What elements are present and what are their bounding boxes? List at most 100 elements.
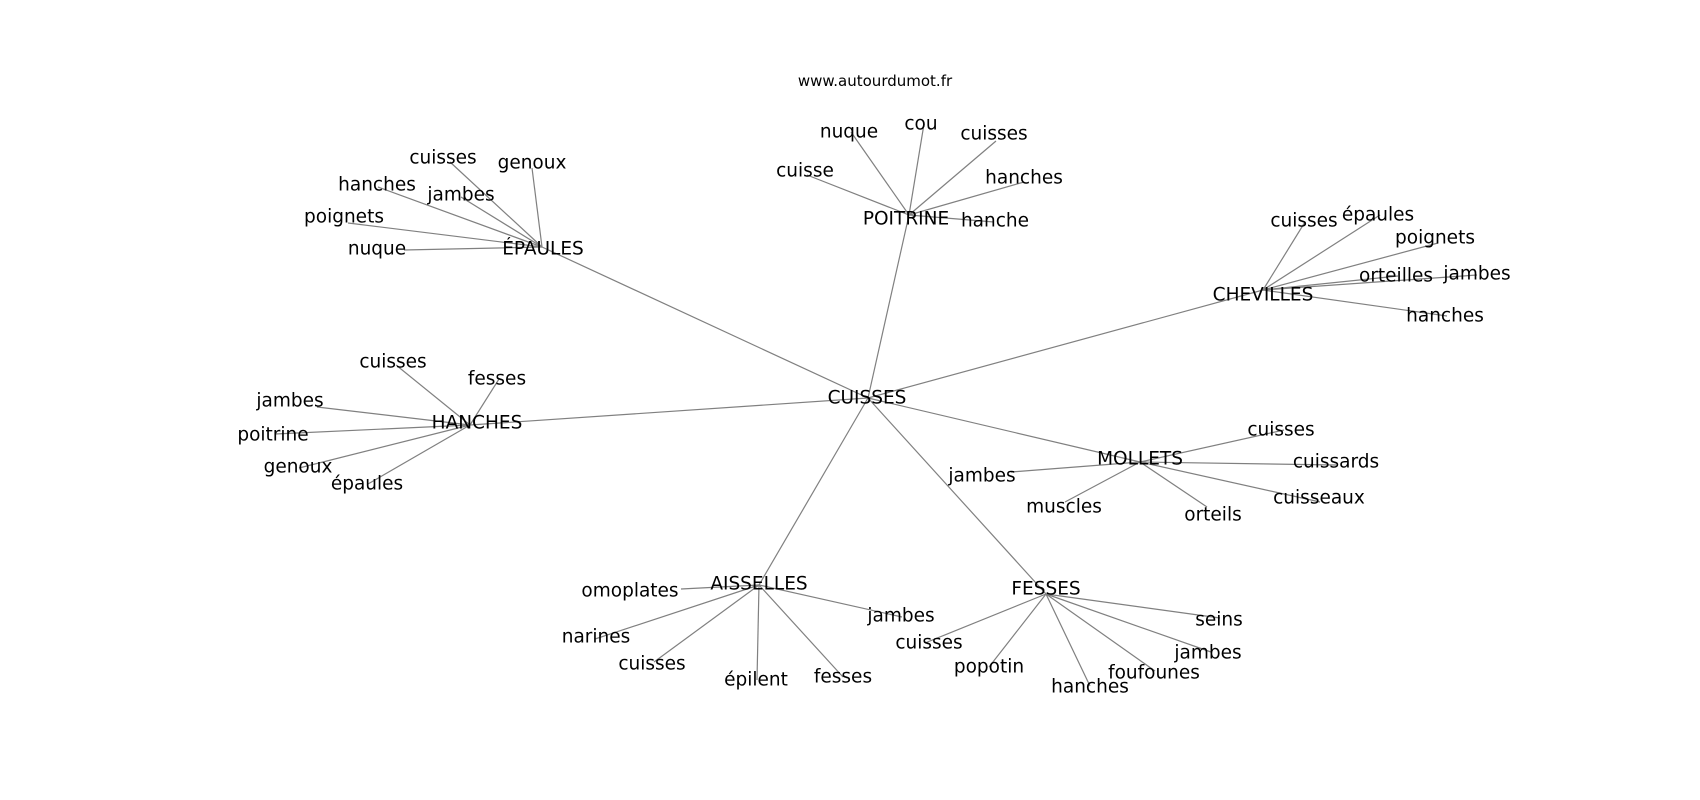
edge-hub-to-leaf: [908, 214, 995, 223]
leaf-node-label[interactable]: hanche: [961, 211, 1029, 232]
leaf-node-label[interactable]: cuisses: [359, 352, 426, 373]
edge-hub-to-leaf: [395, 364, 471, 426]
edge-hub-to-leaf: [1262, 214, 1381, 291]
leaf-node-label[interactable]: popotin: [954, 657, 1024, 678]
graph-edges: [274, 123, 1478, 687]
leaf-node-label[interactable]: orteilles: [1359, 266, 1433, 287]
site-url-label: www.autourdumot.fr: [797, 72, 953, 90]
edge-hub-to-leaf: [1139, 461, 1337, 466]
leaf-node-label[interactable]: orteils: [1184, 505, 1241, 526]
leaf-node-label[interactable]: hanches: [985, 168, 1063, 189]
leaf-node-label[interactable]: épaules: [331, 474, 403, 495]
leaf-node-label[interactable]: hanches: [1406, 306, 1484, 327]
hub-node-label[interactable]: ÉPAULES: [502, 238, 584, 260]
leaf-node-label[interactable]: jambes: [426, 185, 494, 206]
edge-hub-to-leaf: [347, 222, 543, 248]
leaf-node-label[interactable]: nuque: [820, 122, 878, 143]
hub-node-label[interactable]: AISSELLES: [710, 574, 807, 595]
edge-hub-to-leaf: [1262, 275, 1399, 291]
hub-node-label[interactable]: MOLLETS: [1097, 449, 1183, 470]
leaf-node-label[interactable]: jambes: [947, 466, 1015, 487]
edge-hub-to-leaf: [653, 584, 760, 663]
edge-hub-to-leaf: [756, 584, 760, 681]
leaf-node-label[interactable]: omoplates: [581, 581, 678, 602]
edge-hub-to-leaf: [1064, 461, 1141, 503]
leaf-node-label[interactable]: cuisseaux: [1273, 488, 1365, 509]
leaf-node-label[interactable]: poignets: [1395, 228, 1475, 249]
edge-hub-to-leaf: [1045, 593, 1221, 619]
edge-hub-to-leaf: [367, 424, 471, 485]
hub-node-label[interactable]: FESSES: [1011, 579, 1080, 600]
edge-hub-to-leaf: [1262, 221, 1306, 291]
edge-hub-to-leaf: [298, 424, 471, 469]
leaf-node-label[interactable]: cou: [904, 114, 937, 135]
edge-hub-to-leaf: [1045, 593, 1212, 653]
leaf-node-label[interactable]: cuisses: [1247, 420, 1314, 441]
hub-node-label[interactable]: POITRINE: [863, 209, 949, 230]
leaf-node-label[interactable]: genoux: [264, 457, 333, 478]
leaf-node-label[interactable]: cuisses: [960, 124, 1027, 145]
edge-hub-to-leaf: [377, 186, 543, 248]
edge-hub-to-leaf: [1139, 461, 1208, 508]
leaf-node-label[interactable]: muscles: [1026, 497, 1102, 518]
edge-hub-to-leaf: [850, 131, 910, 216]
leaf-node-label[interactable]: cuisses: [409, 148, 476, 169]
leaf-node-label[interactable]: poitrine: [237, 425, 308, 446]
leaf-node-label[interactable]: jambes: [255, 391, 323, 412]
graph-labels: CUISSES ÉPAULES cuisses genoux hanches jambes…: [237, 114, 1510, 698]
edge-center-to-hub: [758, 397, 869, 586]
edge-hub-to-leaf: [316, 406, 471, 426]
edge-hub-to-leaf: [908, 181, 1025, 216]
edge-center-to-hub: [867, 397, 1047, 595]
leaf-node-label[interactable]: genoux: [498, 153, 567, 174]
edge-hub-to-leaf: [1010, 461, 1141, 473]
leaf-node-label[interactable]: jambes: [1442, 264, 1510, 285]
edge-hub-to-leaf: [758, 584, 844, 678]
edge-hub-to-leaf: [1045, 593, 1091, 687]
edge-hub-to-leaf: [1045, 593, 1156, 672]
leaf-node-label[interactable]: cuisses: [895, 633, 962, 654]
leaf-node-label[interactable]: seins: [1195, 610, 1243, 631]
hub-node-label[interactable]: CHEVILLES: [1213, 285, 1314, 306]
edge-hub-to-leaf: [1262, 242, 1439, 291]
leaf-node-label[interactable]: jambes: [866, 606, 934, 627]
leaf-node-label[interactable]: poignets: [304, 207, 384, 228]
edge-hub-to-leaf: [403, 246, 543, 251]
edge-center-to-hub: [469, 397, 869, 426]
leaf-node-label[interactable]: nuque: [348, 239, 406, 260]
edge-hub-to-leaf: [1262, 274, 1478, 291]
edge-center-to-hub: [867, 397, 1141, 463]
leaf-node-label[interactable]: hanches: [338, 175, 416, 196]
leaf-node-label[interactable]: épilent: [724, 670, 788, 691]
edge-hub-to-leaf: [988, 593, 1047, 668]
hub-node-label[interactable]: HANCHES: [432, 413, 523, 434]
edge-hub-to-leaf: [449, 161, 543, 248]
leaf-node-label[interactable]: narines: [562, 627, 631, 648]
leaf-node-label[interactable]: foufounes: [1108, 663, 1200, 684]
leaf-node-label[interactable]: hanches: [1051, 677, 1129, 698]
leaf-node-label[interactable]: fesses: [814, 667, 872, 688]
edge-hub-to-leaf: [908, 140, 997, 216]
edge-hub-to-leaf: [908, 123, 925, 216]
edge-hub-to-leaf: [460, 196, 543, 248]
leaf-node-label[interactable]: cuisses: [618, 654, 685, 675]
leaf-node-label[interactable]: cuissards: [1293, 452, 1379, 473]
edge-center-to-hub: [541, 246, 869, 399]
edge-center-to-hub: [867, 289, 1264, 399]
edge-hub-to-leaf: [1139, 461, 1321, 503]
edge-hub-to-leaf: [274, 424, 471, 435]
edge-hub-to-leaf: [680, 584, 760, 590]
leaf-node-label[interactable]: jambes: [1173, 643, 1241, 664]
edge-hub-to-leaf: [758, 584, 903, 618]
edge-hub-to-leaf: [806, 174, 910, 216]
edge-hub-to-leaf: [924, 593, 1047, 644]
center-node-label[interactable]: CUISSES: [828, 388, 907, 409]
edge-hub-to-leaf: [594, 584, 760, 640]
edge-hub-to-leaf: [531, 167, 543, 248]
leaf-node-label[interactable]: cuisses: [1270, 211, 1337, 232]
leaf-node-label[interactable]: épaules: [1342, 205, 1414, 226]
leaf-node-label[interactable]: cuisse: [776, 161, 834, 182]
leaf-node-label[interactable]: fesses: [468, 369, 526, 390]
